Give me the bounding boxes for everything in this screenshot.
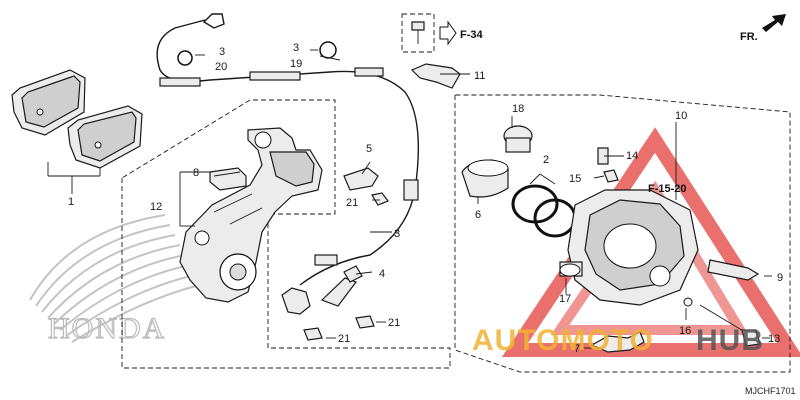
bracket-pin-set <box>209 167 247 191</box>
callout-19: 19 <box>290 58 302 70</box>
callout-2: 2 <box>543 154 549 166</box>
callout-3-upper-right: 3 <box>293 42 299 54</box>
sensor-wires <box>156 13 420 286</box>
callout-21-upper: 21 <box>346 197 358 209</box>
callout-3-upper-left: 3 <box>219 46 225 58</box>
callout-21-right: 21 <box>388 317 400 329</box>
front-indicator-label: FR. <box>740 31 758 43</box>
front-arrow-icon: FR. <box>740 14 786 43</box>
callout-16: 16 <box>679 325 691 337</box>
callout-labels: 1 2 3 3 3 4 5 6 7 8 9 10 11 12 13 14 15 … <box>68 42 783 355</box>
ref-label-f1520: F-15-20 <box>648 183 687 195</box>
piston-seals <box>511 184 577 238</box>
ref-screw <box>411 21 425 44</box>
callout-3-wire: 3 <box>394 228 400 240</box>
slide-pin <box>707 259 760 281</box>
diagram-code: MJCHF1701 <box>745 386 796 396</box>
honda-logo-text: HONDA <box>48 312 166 345</box>
callout-9: 9 <box>777 272 783 284</box>
caliper-bracket <box>179 127 323 303</box>
callout-5: 5 <box>366 143 372 155</box>
ref-box <box>401 13 435 53</box>
caliper-boot <box>503 125 533 153</box>
leader-lines <box>47 49 772 349</box>
bolts-21 <box>303 192 389 341</box>
callout-14: 14 <box>626 150 638 162</box>
caliper-body <box>559 189 699 306</box>
callout-6: 6 <box>475 209 481 221</box>
brake-pad-set <box>11 69 143 169</box>
reference-arrow-icon <box>439 20 457 46</box>
bleed-screw <box>597 147 619 183</box>
watermark-text: AUTOMOTO HUB <box>472 324 764 357</box>
callout-12: 12 <box>150 201 162 213</box>
group-box-bracket <box>121 99 451 369</box>
callout-1: 1 <box>68 196 74 208</box>
callout-11: 11 <box>474 70 485 82</box>
callout-8: 8 <box>193 167 199 179</box>
small-seals <box>559 263 693 307</box>
wire-clamps <box>177 41 341 66</box>
pad-pin <box>699 304 761 347</box>
callout-4: 4 <box>379 268 385 280</box>
group-box-caliper <box>454 94 791 373</box>
pad-spring <box>590 331 645 353</box>
clamp-bracket <box>410 63 461 89</box>
callout-21-lower: 21 <box>338 333 350 345</box>
callout-7: 7 <box>574 343 580 355</box>
watermark-part1: AUTOMOTO <box>472 324 654 357</box>
callout-18: 18 <box>512 103 524 115</box>
callout-17: 17 <box>559 293 571 305</box>
callout-13: 13 <box>768 333 780 345</box>
speed-sensor <box>281 167 379 315</box>
callout-20: 20 <box>215 61 227 73</box>
callout-10: 10 <box>675 110 687 122</box>
watermark-part2: HUB <box>696 324 764 357</box>
callout-15: 15 <box>569 173 581 185</box>
honda-wing-logo: HONDA <box>29 214 201 346</box>
ref-label-f34: F-34 <box>460 29 484 41</box>
caliper-piston <box>461 159 509 198</box>
